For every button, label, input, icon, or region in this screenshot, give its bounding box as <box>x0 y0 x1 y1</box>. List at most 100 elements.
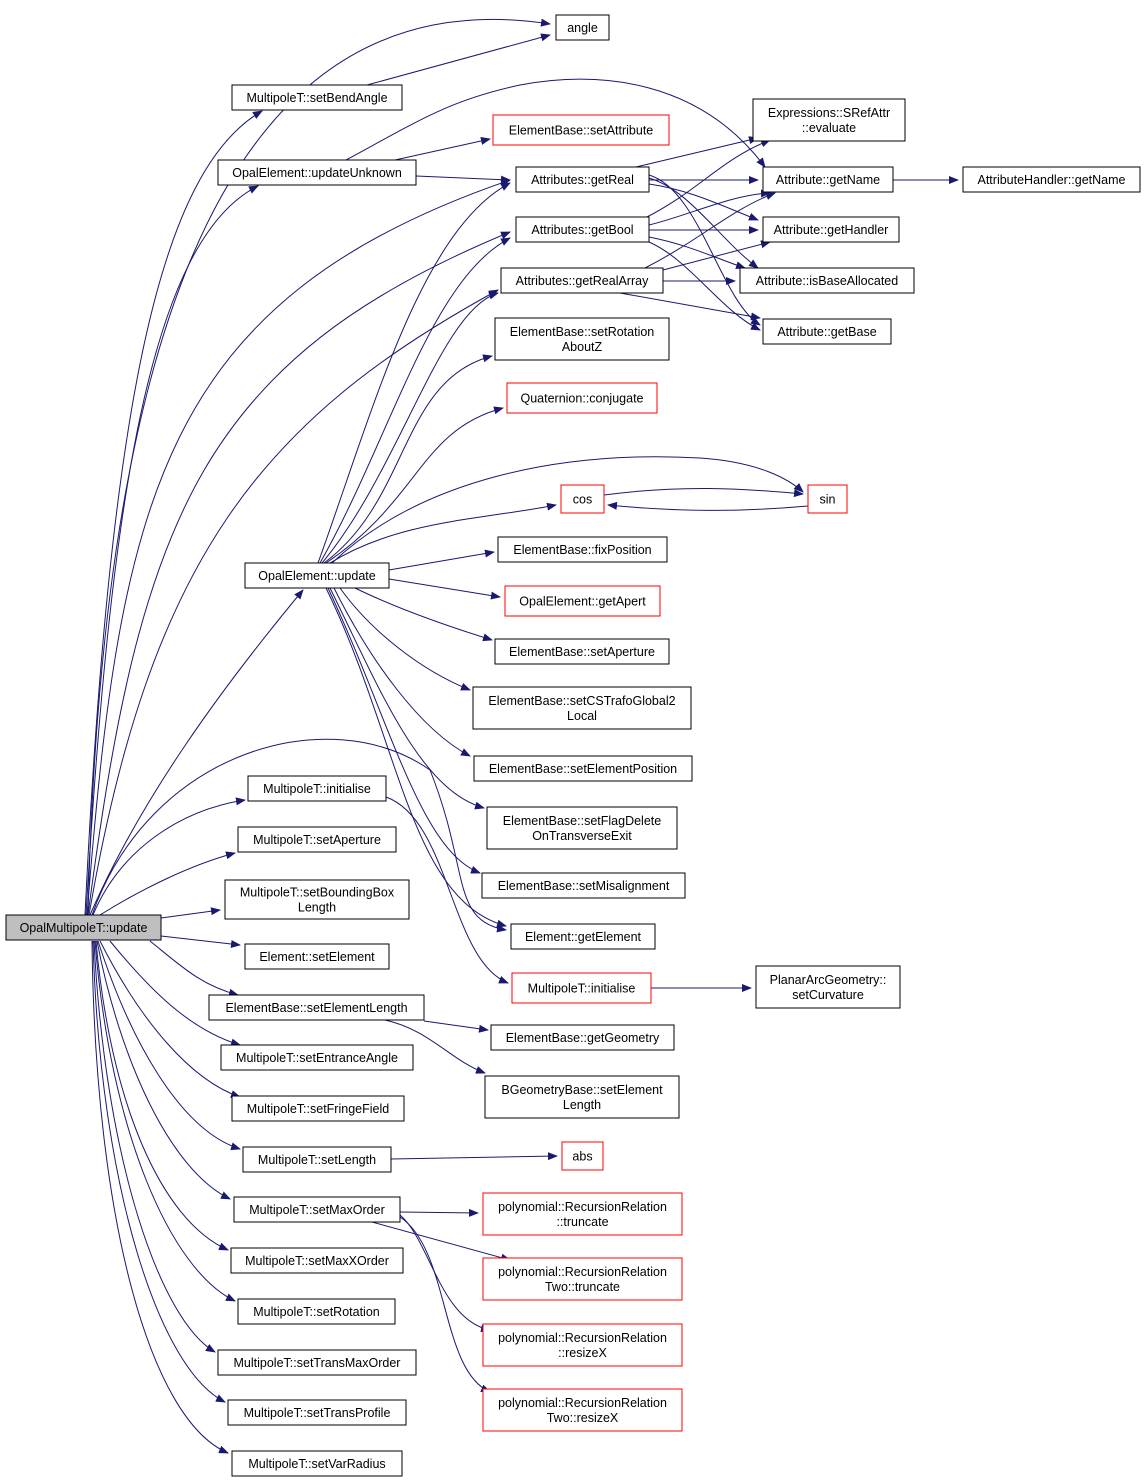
node-getGeometry[interactable]: ElementBase::getGeometry <box>490 1024 675 1051</box>
edge-opalUpdate-to-quatConjugate <box>325 406 504 564</box>
node-box <box>482 1257 683 1301</box>
node-label: OpalElement::getApert <box>519 595 646 609</box>
node-label: MultipoleT::setMaxOrder <box>249 1203 384 1217</box>
node-fixPosition[interactable]: ElementBase::fixPosition <box>497 536 668 563</box>
node-attrGetHandler[interactable]: Attribute::getHandler <box>762 216 900 243</box>
node-box <box>561 1141 604 1171</box>
node-attrGetBase[interactable]: Attribute::getBase <box>762 318 892 345</box>
node-srefEvaluate[interactable]: Expressions::SRefAttr::evaluate <box>752 98 906 142</box>
node-setBendAngle[interactable]: MultipoleT::setBendAngle <box>231 84 403 111</box>
edge-root-to-getBool <box>87 231 511 916</box>
node-setMisalignment[interactable]: ElementBase::setMisalignment <box>481 872 686 899</box>
node-box <box>504 585 661 617</box>
node-setCurvature[interactable]: PlanarArcGeometry::setCurvature <box>755 965 901 1009</box>
node-label: OpalElement::update <box>258 569 375 583</box>
node-getRealArray[interactable]: Attributes::getRealArray <box>500 267 664 294</box>
node-box <box>486 806 678 850</box>
edge-updateUnknown-to-getReal <box>415 175 511 184</box>
edge-opalUpdate-to-setCSTrafo <box>339 587 471 691</box>
node-box <box>555 14 610 41</box>
node-label: MultipoleT::setEntranceAngle <box>236 1051 398 1065</box>
node-label: ElementBase::setMisalignment <box>498 879 670 893</box>
node-label: Length <box>298 901 336 915</box>
node-label: ::truncate <box>556 1215 608 1229</box>
node-setFlagDelete[interactable]: ElementBase::setFlagDeleteOnTransverseEx… <box>486 806 678 850</box>
node-attrIsBaseAllocated[interactable]: Attribute::isBaseAllocated <box>739 267 915 294</box>
node-label: MultipoleT::setTransProfile <box>244 1406 391 1420</box>
node-box <box>231 1095 405 1122</box>
edge-root-to-updateUnknown <box>85 185 259 916</box>
node-label: ::evaluate <box>802 121 856 135</box>
node-mtSetAperture[interactable]: MultipoleT::setAperture <box>237 826 397 853</box>
node-label: cos <box>573 493 592 507</box>
node-label: ElementBase::setAperture <box>509 645 655 659</box>
node-ebSetAperture[interactable]: ElementBase::setAperture <box>494 638 670 665</box>
edge-getRealArray-to-attrGetHandler <box>662 240 771 271</box>
node-updateUnknown[interactable]: OpalElement::updateUnknown <box>217 159 417 186</box>
node-angle[interactable]: angle <box>555 14 610 41</box>
node-label: Length <box>563 1098 601 1112</box>
node-opalUpdate[interactable]: OpalElement::update <box>244 562 390 589</box>
edge-setMaxOrder-to-rr2Truncate <box>371 1221 511 1262</box>
node-setElementPosition[interactable]: ElementBase::setElementPosition <box>473 755 693 782</box>
node-box <box>762 318 892 345</box>
node-label: angle <box>567 21 598 35</box>
node-attrGetName[interactable]: Attribute::getName <box>762 166 894 193</box>
node-setFringeField[interactable]: MultipoleT::setFringeField <box>231 1095 405 1122</box>
node-box <box>515 216 650 243</box>
node-box <box>237 1298 396 1325</box>
node-setTransMaxOrder[interactable]: MultipoleT::setTransMaxOrder <box>217 1349 417 1376</box>
node-setVarRadius[interactable]: MultipoleT::setVarRadius <box>231 1450 403 1477</box>
node-getElement[interactable]: Element::getElement <box>510 923 656 950</box>
node-setTransProfile[interactable]: MultipoleT::setTransProfile <box>227 1399 407 1426</box>
node-label: Attributes::getBool <box>531 223 633 237</box>
node-label: Two::truncate <box>545 1280 620 1294</box>
node-setEntranceAngle[interactable]: MultipoleT::setEntranceAngle <box>220 1044 414 1071</box>
edge-root-to-mtSetAperture <box>99 851 236 916</box>
edge-opalUpdate-to-setMisalignment <box>327 587 481 874</box>
node-handlerGetName[interactable]: AttributeHandler::getName <box>962 166 1141 193</box>
node-box <box>962 166 1141 193</box>
node-rrResizeX[interactable]: polynomial::RecursionRelation::resizeX <box>482 1323 683 1367</box>
node-bgSetElementLength[interactable]: BGeometryBase::setElementLength <box>484 1075 680 1119</box>
node-root[interactable]: OpalMultipoleT::update <box>5 914 162 941</box>
node-getApert[interactable]: OpalElement::getApert <box>504 585 661 617</box>
node-elSetElement[interactable]: Element::setElement <box>244 943 390 970</box>
node-setMaxOrder[interactable]: MultipoleT::setMaxOrder <box>233 1196 401 1223</box>
node-label: BGeometryBase::setElement <box>501 1083 663 1097</box>
node-setElementLength[interactable]: ElementBase::setElementLength <box>208 994 425 1021</box>
node-rrTruncate[interactable]: polynomial::RecursionRelation::truncate <box>482 1192 683 1236</box>
node-box <box>247 775 387 802</box>
node-rr2ResizeX[interactable]: polynomial::RecursionRelationTwo::resize… <box>482 1388 683 1432</box>
node-setMaxXOrder[interactable]: MultipoleT::setMaxXOrder <box>230 1247 404 1274</box>
node-rr2Truncate[interactable]: polynomial::RecursionRelationTwo::trunca… <box>482 1257 683 1301</box>
node-cos[interactable]: cos <box>560 484 605 514</box>
edge-opalUpdate-to-cos <box>329 502 557 564</box>
edge-opalUpdate-to-getElement <box>325 587 507 928</box>
node-mtInitialise2[interactable]: MultipoleT::initialise <box>511 972 652 1004</box>
edge-getBool-to-attrGetName <box>648 189 771 226</box>
node-getReal[interactable]: Attributes::getReal <box>515 166 650 193</box>
node-setLength[interactable]: MultipoleT::setLength <box>242 1146 392 1173</box>
node-sin[interactable]: sin <box>807 484 848 514</box>
node-box <box>220 1044 414 1071</box>
node-label: MultipoleT::setVarRadius <box>248 1457 385 1471</box>
edge-root-to-setRotation <box>94 940 236 1302</box>
node-label: ElementBase::setElementPosition <box>489 762 677 776</box>
node-abs[interactable]: abs <box>561 1141 604 1171</box>
node-quatConjugate[interactable]: Quaternion::conjugate <box>506 382 658 414</box>
node-label: Attribute::getBase <box>777 325 876 339</box>
node-label: Attribute::getHandler <box>774 223 889 237</box>
node-mtInitialise1[interactable]: MultipoleT::initialise <box>247 775 387 802</box>
edge-getReal-to-attrIsBaseAllocated <box>648 177 759 269</box>
node-label: polynomial::RecursionRelation <box>498 1200 667 1214</box>
node-getBool[interactable]: Attributes::getBool <box>515 216 650 243</box>
node-box <box>497 536 668 563</box>
node-setRotation[interactable]: MultipoleT::setRotation <box>237 1298 396 1325</box>
node-box <box>244 943 390 970</box>
node-label: sin <box>820 493 836 507</box>
node-setAttribute[interactable]: ElementBase::setAttribute <box>492 114 670 146</box>
